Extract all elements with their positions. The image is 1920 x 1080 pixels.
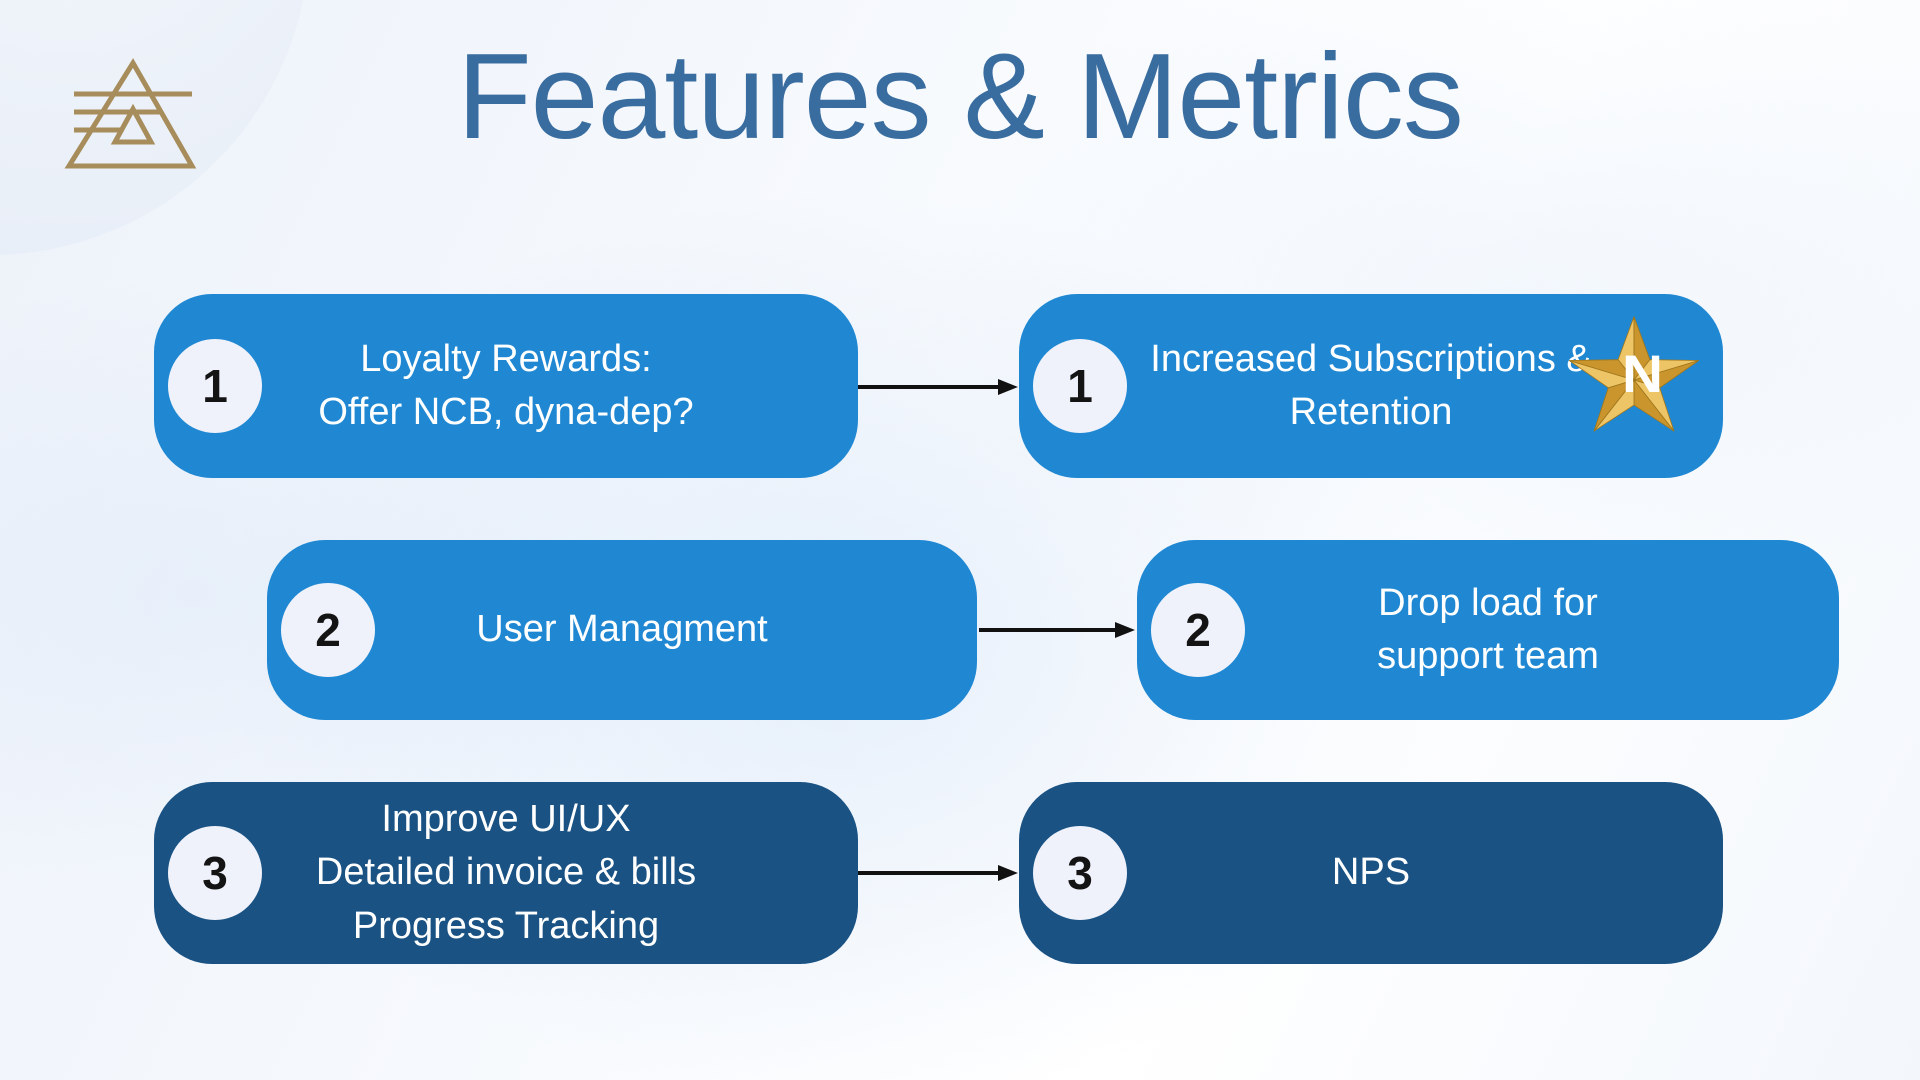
gold-star-badge-icon: N	[1568, 316, 1700, 432]
feature-line: Detailed invoice & bills	[315, 851, 697, 894]
arrow-row-3	[858, 865, 1018, 881]
metric-line: NPS	[1331, 851, 1411, 894]
metric-box-3: 3 NPS	[1019, 782, 1723, 964]
feature-text: Improve UI/UX Detailed invoice & bills P…	[154, 782, 858, 964]
arrow-row-1	[858, 379, 1018, 395]
feature-text: User Managment	[267, 540, 977, 720]
arrow-head-icon	[1115, 622, 1135, 638]
star-letter: N	[1622, 344, 1663, 404]
metric-text: Increased Subscriptions & Retention	[1019, 294, 1723, 478]
number-badge: 1	[168, 339, 262, 433]
metric-box-2: 2 Drop load for support team	[1137, 540, 1839, 720]
feature-box-1: 1 Loyalty Rewards: Offer NCB, dyna-dep?	[154, 294, 858, 478]
gold-triangle-mountain-logo-icon	[64, 58, 197, 169]
metric-line: support team	[1377, 635, 1599, 677]
number-badge-label: 2	[315, 604, 341, 656]
number-badge: 3	[168, 826, 262, 920]
feature-box-2: 2 User Managment	[267, 540, 977, 720]
number-badge-label: 3	[1067, 847, 1093, 899]
feature-line: Progress Tracking	[352, 904, 660, 947]
number-badge: 2	[1151, 583, 1245, 677]
number-badge-label: 2	[1185, 604, 1211, 656]
metric-line: Retention	[1289, 391, 1453, 433]
page-title: Features & Metrics	[457, 28, 1464, 164]
number-badge: 3	[1033, 826, 1127, 920]
number-badge: 1	[1033, 339, 1127, 433]
feature-line: Offer NCB, dyna-dep?	[318, 391, 694, 433]
arrow-head-icon	[998, 865, 1018, 881]
feature-text: Loyalty Rewards: Offer NCB, dyna-dep?	[154, 294, 858, 478]
arrow-row-2	[979, 622, 1135, 638]
feature-line: Loyalty Rewards:	[360, 337, 652, 380]
number-badge-label: 1	[1067, 360, 1093, 412]
number-badge: 2	[281, 583, 375, 677]
number-badge-label: 3	[202, 847, 228, 899]
feature-line: Improve UI/UX	[381, 798, 631, 841]
feature-line: User Managment	[476, 608, 768, 651]
metric-text: NPS	[1019, 782, 1723, 964]
metric-line: Increased Subscriptions &	[1150, 337, 1592, 380]
feature-box-3: 3 Improve UI/UX Detailed invoice & bills…	[154, 782, 858, 964]
metric-line: Drop load for	[1378, 581, 1598, 624]
number-badge-label: 1	[202, 360, 228, 412]
arrow-head-icon	[998, 379, 1018, 395]
metric-text: Drop load for support team	[1137, 540, 1839, 720]
